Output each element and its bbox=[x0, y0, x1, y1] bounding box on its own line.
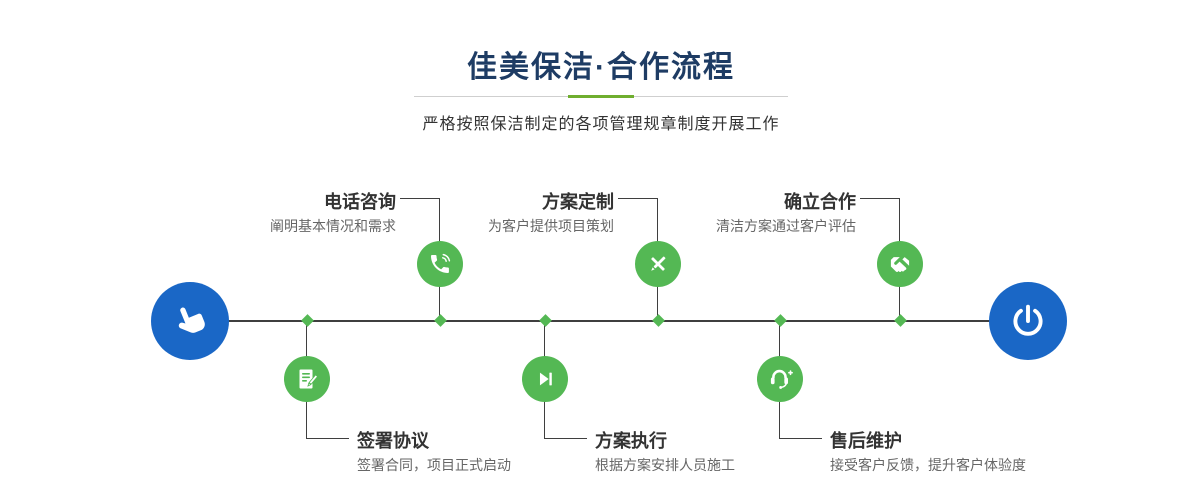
connector-line bbox=[780, 438, 822, 439]
step-circle-execute bbox=[522, 356, 568, 402]
step-title: 方案执行 bbox=[595, 431, 667, 451]
step-description: 阐明基本情况和需求 bbox=[270, 218, 396, 234]
connector-line bbox=[400, 198, 440, 199]
timeline-node-diamond bbox=[434, 314, 447, 327]
timeline-node-diamond bbox=[894, 314, 907, 327]
timeline-node-diamond bbox=[652, 314, 665, 327]
timeline-start-node bbox=[151, 282, 229, 360]
step-circle-design bbox=[635, 241, 681, 287]
title-divider bbox=[414, 95, 788, 98]
timeline-node-diamond bbox=[301, 314, 314, 327]
timeline-end-node bbox=[989, 282, 1067, 360]
connector-line bbox=[618, 198, 658, 199]
phone-icon bbox=[431, 253, 451, 273]
step-title: 电话咨询 bbox=[324, 192, 396, 212]
sign-contract-icon bbox=[299, 369, 318, 389]
divider-accent bbox=[568, 95, 634, 98]
step-circle-handshake bbox=[877, 241, 923, 287]
connector-line bbox=[545, 438, 587, 439]
step-description: 签署合同，项目正式启动 bbox=[357, 457, 511, 473]
step-title: 签署协议 bbox=[357, 431, 429, 451]
power-icon bbox=[1013, 304, 1043, 336]
connector-line bbox=[307, 438, 349, 439]
step-circle-aftersales bbox=[757, 356, 803, 402]
page-title: 佳美保洁·合作流程 bbox=[467, 51, 735, 84]
step-circle-phone bbox=[417, 241, 463, 287]
step-description: 清洁方案通过客户评估 bbox=[716, 218, 856, 234]
connector-line bbox=[860, 198, 900, 199]
page-subtitle: 严格按照保洁制定的各项管理规章制度开展工作 bbox=[422, 116, 780, 133]
step-description: 根据方案安排人员施工 bbox=[595, 457, 735, 473]
step-description: 为客户提供项目策划 bbox=[488, 218, 614, 234]
step-circle-sign bbox=[284, 356, 330, 402]
aftersales-headset-icon bbox=[770, 369, 793, 389]
timeline-node-diamond bbox=[774, 314, 787, 327]
design-tools-icon bbox=[651, 256, 666, 271]
step-description: 接受客户反馈，提升客户体验度 bbox=[830, 457, 1026, 473]
step-title: 方案定制 bbox=[542, 192, 614, 212]
execute-play-icon bbox=[539, 372, 552, 386]
pointing-hand-icon bbox=[178, 307, 205, 333]
timeline-node-diamond bbox=[539, 314, 552, 327]
handshake-icon bbox=[890, 257, 910, 273]
step-title: 售后维护 bbox=[830, 431, 902, 451]
step-title: 确立合作 bbox=[784, 192, 856, 212]
timeline-line bbox=[190, 320, 1028, 322]
